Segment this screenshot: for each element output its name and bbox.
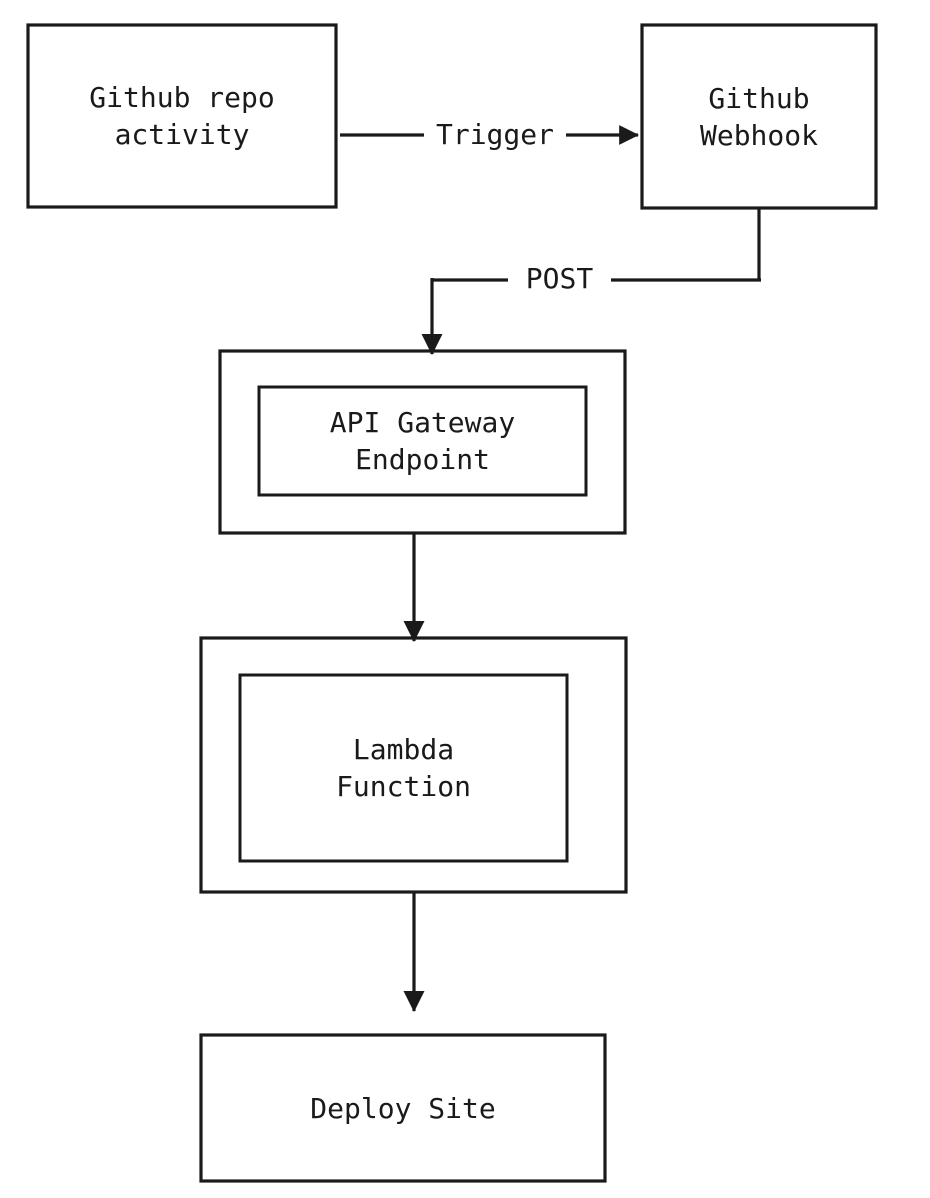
node-deploy-site[interactable] xyxy=(199,1033,607,1183)
node-github-repo-activity[interactable] xyxy=(26,23,338,209)
node-api-gateway-inner[interactable] xyxy=(257,385,588,497)
node-github-webhook[interactable] xyxy=(640,23,878,210)
node-lambda-inner[interactable] xyxy=(238,673,569,863)
edge-label-trigger: Trigger xyxy=(424,120,566,150)
edge-label-post: POST xyxy=(508,264,611,294)
